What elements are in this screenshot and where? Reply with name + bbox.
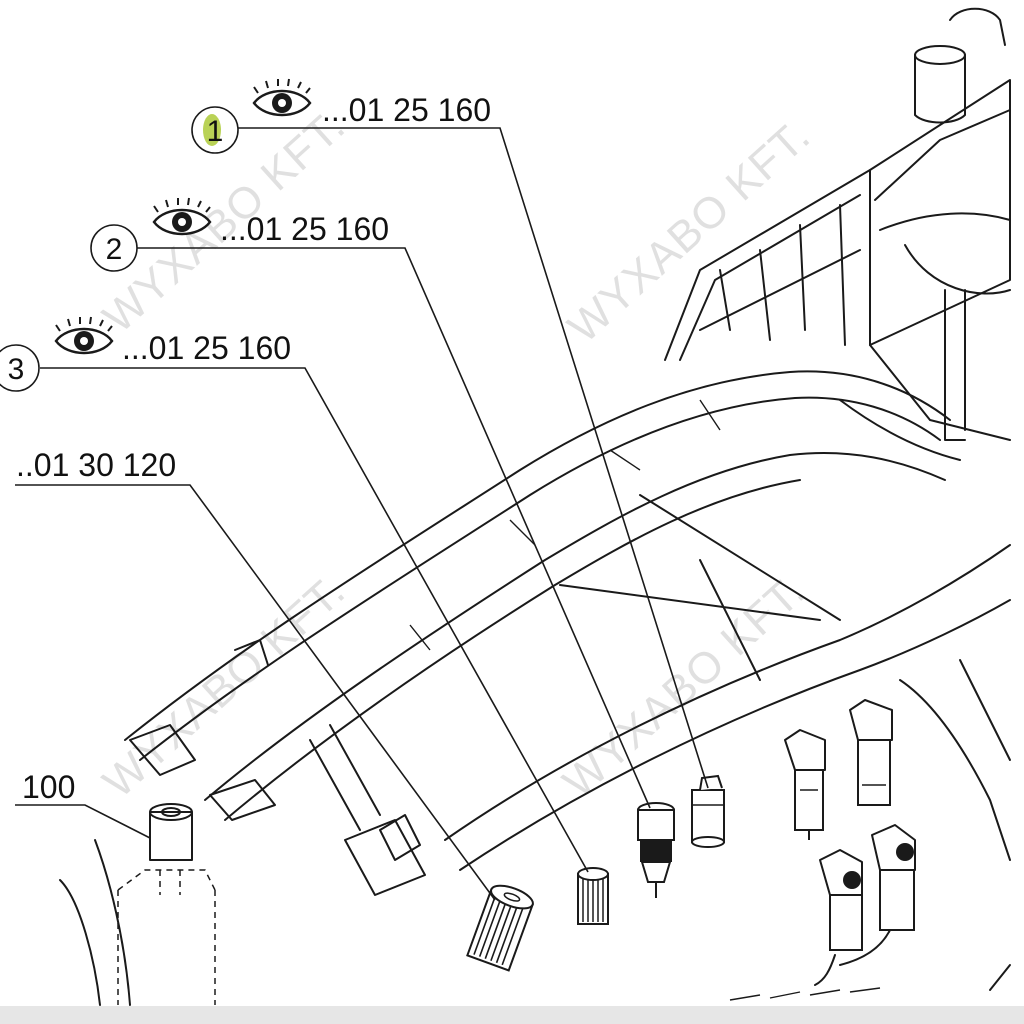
callout-2-bubble[interactable] [90, 224, 138, 272]
leader-line-3 [40, 367, 589, 873]
callout-4-reference[interactable]: ..01 30 120 [16, 447, 176, 483]
other-filter-housings [784, 699, 916, 986]
eye-icon[interactable] [152, 197, 212, 236]
callout-4[interactable]: ..01 30 120 [16, 447, 176, 483]
leader-line-4 [15, 484, 496, 901]
callout-3-reference: ...01 25 160 [122, 330, 291, 366]
leader-lines [15, 127, 709, 901]
part-1-filter-cartridge [691, 774, 725, 848]
callout-1-reference: ...01 25 160 [322, 92, 491, 128]
part-3-filter-element [577, 867, 609, 925]
machine-frame-drawing [59, 7, 1011, 1006]
callout-3[interactable]: 3 ...01 25 160 [0, 316, 291, 392]
callout-3-number: 3 [8, 353, 25, 386]
eye-icon[interactable] [252, 78, 312, 117]
bottom-scroll-bar[interactable] [0, 1006, 1024, 1024]
part-100-filter [117, 803, 216, 1005]
callout-2-number: 2 [106, 233, 123, 266]
callout-100-reference[interactable]: 100 [22, 769, 75, 805]
watermark-group: WYXABO KFT. WYXABO KFT. WYXABO KFT. WYXA… [94, 101, 820, 808]
watermark-text-1: WYXABO KFT. [559, 111, 820, 353]
leader-line-100 [15, 804, 151, 839]
callout-2-reference: ...01 25 160 [220, 211, 389, 247]
callout-1-number: 1 [207, 115, 224, 148]
part-2-filter-assembly [637, 802, 675, 898]
leader-line-1 [238, 127, 709, 789]
eye-icon[interactable] [54, 316, 114, 355]
callout-1[interactable]: 1 ...01 25 160 [191, 78, 491, 154]
leader-line-2 [137, 247, 651, 809]
callout-100[interactable]: 100 [22, 769, 75, 805]
callout-2[interactable]: 2 ...01 25 160 [90, 197, 389, 272]
callout-1-highlight [203, 114, 221, 146]
callout-3-bubble[interactable] [0, 344, 40, 392]
part-0130120-filter-element [466, 884, 534, 972]
